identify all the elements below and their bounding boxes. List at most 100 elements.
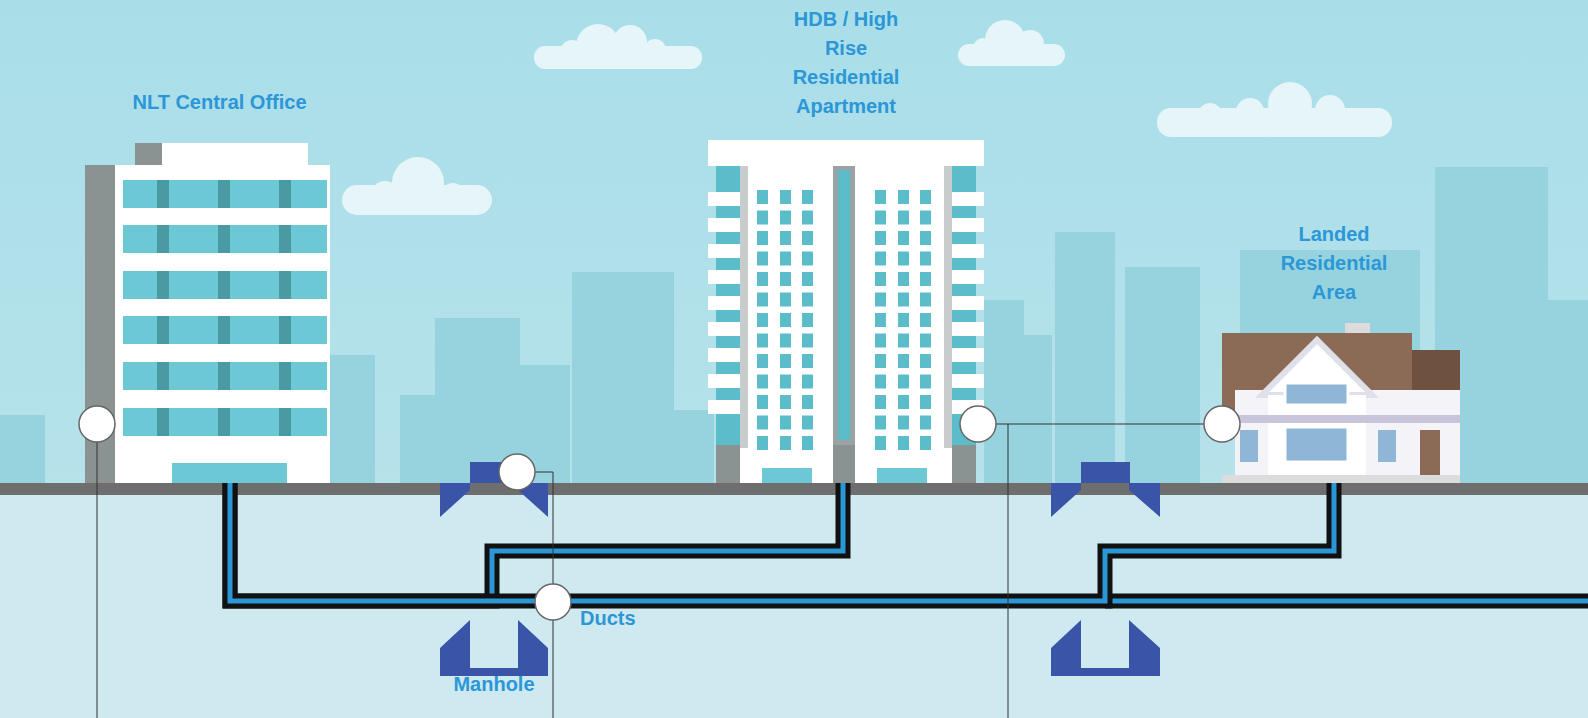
window — [757, 354, 768, 368]
central-office-building-part — [172, 463, 287, 483]
window-row — [123, 362, 327, 390]
landed-house-part — [1222, 475, 1460, 483]
window — [780, 190, 791, 204]
window — [920, 211, 931, 225]
window — [802, 354, 813, 368]
manhole-symbol — [1051, 462, 1160, 676]
ground — [0, 483, 1588, 495]
window — [757, 190, 768, 204]
balcony — [708, 244, 740, 258]
window — [920, 375, 931, 389]
building-label: NLT Central Office — [97, 88, 342, 117]
balcony — [708, 374, 740, 388]
mullion — [218, 180, 230, 208]
hdb-building-part — [716, 166, 976, 483]
manhole-symbol-part — [1129, 483, 1160, 517]
skyline-part — [0, 415, 45, 485]
mullion — [279, 362, 291, 390]
balcony — [952, 348, 984, 362]
manhole-label: Manhole — [453, 671, 534, 697]
marker-circles-part — [1204, 406, 1240, 442]
window — [802, 436, 813, 450]
window — [920, 272, 931, 286]
landed-house-part — [1285, 427, 1348, 462]
central-office-building — [85, 143, 330, 483]
balcony — [952, 296, 984, 310]
balcony — [708, 296, 740, 310]
mullion — [279, 225, 291, 253]
window — [898, 375, 909, 389]
mullion — [279, 408, 291, 436]
window — [875, 313, 886, 327]
manhole-symbol-part — [1051, 620, 1160, 676]
balcony — [952, 270, 984, 284]
landed-house-part — [1378, 430, 1396, 462]
window — [875, 231, 886, 245]
window — [898, 252, 909, 266]
mullion — [279, 316, 291, 344]
skyline-part — [572, 272, 674, 485]
skyline-part — [400, 395, 440, 485]
window — [802, 334, 813, 348]
window — [780, 395, 791, 409]
window — [757, 272, 768, 286]
balcony — [708, 400, 740, 414]
window — [780, 416, 791, 430]
window — [757, 416, 768, 430]
hdb-building-part — [838, 170, 850, 440]
building-label: HDB / High Rise Residential Apartment — [771, 5, 921, 121]
balcony — [952, 192, 984, 206]
window — [780, 334, 791, 348]
window-row — [123, 316, 327, 344]
duct-casing — [230, 483, 1334, 601]
mullion — [157, 316, 169, 344]
balcony — [952, 374, 984, 388]
balcony — [952, 244, 984, 258]
window — [757, 293, 768, 307]
window — [780, 231, 791, 245]
window-row — [123, 408, 327, 436]
window — [757, 395, 768, 409]
clouds-part — [1268, 82, 1312, 126]
hdb-building-part — [833, 166, 855, 448]
window — [898, 313, 909, 327]
mullion — [218, 316, 230, 344]
window — [875, 293, 886, 307]
hdb-building-part — [708, 190, 984, 450]
window — [780, 252, 791, 266]
manhole-symbol-part — [440, 483, 470, 517]
window — [780, 375, 791, 389]
marker-circles-part — [960, 406, 996, 442]
central-office-building-part — [123, 180, 327, 436]
window — [898, 190, 909, 204]
skyline-part — [674, 410, 714, 485]
window — [875, 252, 886, 266]
window — [802, 211, 813, 225]
clouds-part — [371, 181, 399, 209]
window — [898, 436, 909, 450]
window — [802, 293, 813, 307]
window — [802, 375, 813, 389]
clouds-part — [560, 40, 584, 64]
balcony — [708, 348, 740, 362]
manhole-symbol-part — [1081, 462, 1130, 483]
skyline-part — [1125, 267, 1200, 485]
window — [780, 211, 791, 225]
window — [757, 334, 768, 348]
mullion — [157, 408, 169, 436]
mullion — [218, 271, 230, 299]
window — [898, 334, 909, 348]
marker-circles-part — [79, 406, 115, 442]
balcony — [952, 218, 984, 232]
trunk-duct-part — [1105, 594, 1588, 609]
hdb-building-part — [740, 166, 748, 448]
manhole-symbol-part — [440, 620, 548, 676]
window — [920, 313, 931, 327]
window-row — [123, 271, 327, 299]
landed-house-part — [1228, 415, 1460, 423]
hdb-building-part — [952, 445, 976, 483]
window — [898, 395, 909, 409]
window — [780, 436, 791, 450]
mullion — [279, 180, 291, 208]
